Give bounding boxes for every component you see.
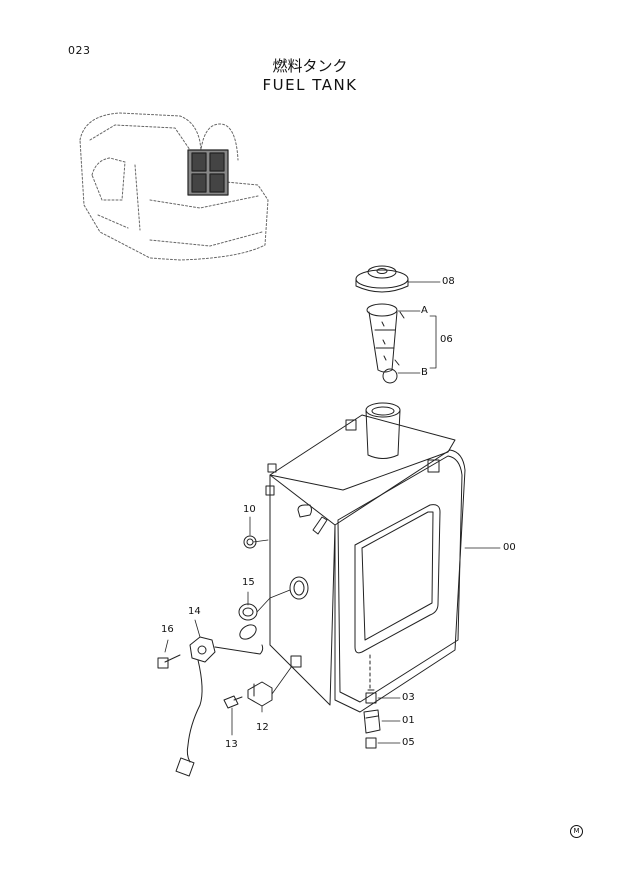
leader-lines bbox=[164, 281, 501, 744]
callout-15: 15 bbox=[242, 577, 255, 588]
callout-08: 08 bbox=[442, 276, 455, 287]
callout-00: 00 bbox=[503, 542, 516, 553]
page-title-japanese: 燃料タンク bbox=[272, 57, 348, 75]
fuel-tank-body bbox=[265, 402, 466, 713]
callout-10: 10 bbox=[243, 504, 256, 515]
callout-16: 16 bbox=[161, 624, 174, 635]
callout-06: 06 bbox=[440, 334, 453, 345]
callout-b: B bbox=[421, 367, 428, 378]
strainer bbox=[366, 303, 405, 384]
callout-03: 03 bbox=[402, 692, 415, 703]
callout-14: 14 bbox=[188, 606, 201, 617]
callout-12: 12 bbox=[256, 722, 269, 733]
callout-05: 05 bbox=[402, 737, 415, 748]
drain-parts bbox=[363, 689, 381, 749]
callout-01: 01 bbox=[402, 715, 415, 726]
filler-cap bbox=[355, 265, 409, 293]
callout-13: 13 bbox=[225, 739, 238, 750]
corner-mark: M bbox=[570, 825, 583, 838]
callout-a: A bbox=[421, 305, 428, 316]
page-number: 023 bbox=[68, 44, 91, 57]
page-title-english: FUEL TANK bbox=[262, 76, 358, 94]
excavator-location-inset bbox=[79, 112, 269, 261]
clamp-and-bolt bbox=[223, 681, 273, 709]
tank-highlight-inset bbox=[187, 149, 229, 196]
sensor-harness bbox=[157, 624, 264, 777]
